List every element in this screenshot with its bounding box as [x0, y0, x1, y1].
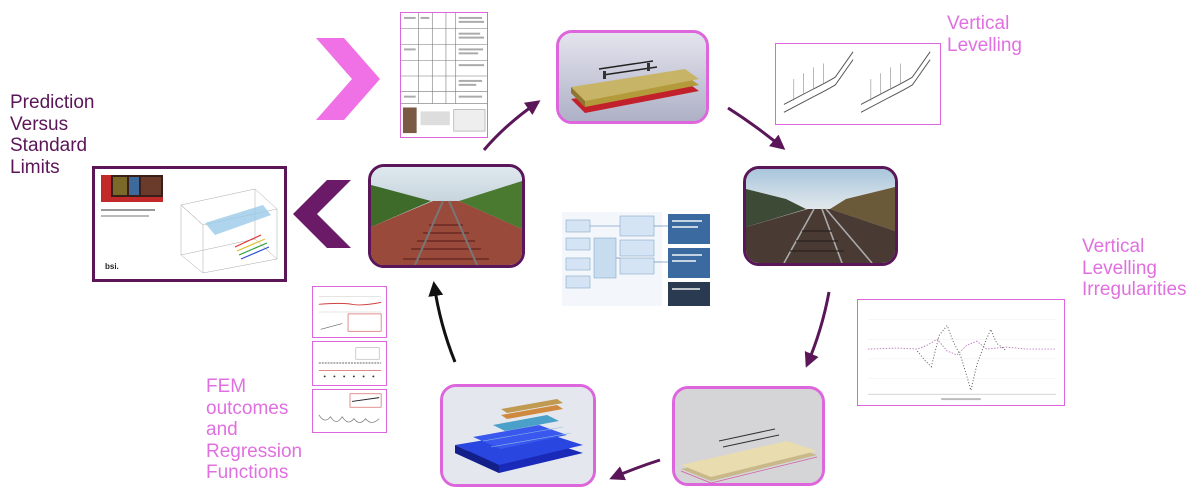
label-fem-outcomes: FEM outcomes and Regression Functions [206, 376, 303, 483]
fem-outcome-plot-3 [312, 389, 387, 433]
process-block-diagram [556, 210, 714, 308]
railway-track-photo [368, 164, 525, 268]
report-logo: bsi. [105, 262, 119, 271]
label-vertical-levelling: Vertical Levelling [947, 13, 1022, 56]
fem-model-tile [440, 384, 596, 487]
rail-levelling-sketch [775, 43, 941, 125]
arrow-to-pad-model [804, 291, 831, 368]
arrow-to-model [482, 100, 541, 151]
label-vertical-levelling-irregularities: Vertical Levelling Irregularities [1082, 236, 1187, 300]
label-prediction-vs-limits: Prediction Versus Standard Limits [10, 92, 95, 178]
fem-outcome-plot-2 [312, 341, 387, 386]
fem-outcome-plot-1 [312, 286, 387, 338]
irregularities-chart [857, 299, 1065, 406]
standard-table-thumbnail [400, 12, 488, 138]
arrow-to-fem-model [609, 458, 661, 481]
rail-pad-model-tile [672, 386, 825, 486]
prediction-report-frame: bsi. [92, 166, 287, 282]
pink-chevron-icon [316, 38, 380, 120]
purple-chevron-icon [293, 180, 351, 248]
track-view-photo [743, 166, 898, 266]
arrow-to-track-photo [428, 281, 457, 363]
sleeper-model-tile [556, 30, 709, 124]
